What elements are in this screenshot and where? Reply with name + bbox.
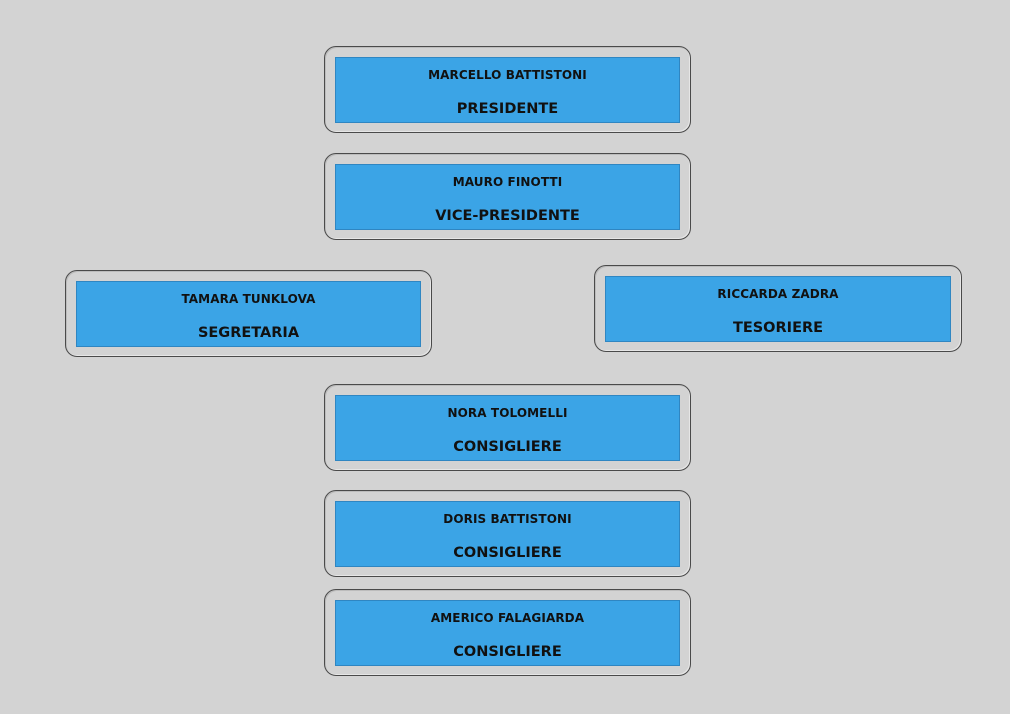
- member-name: AMERICO FALAGIARDA: [430, 611, 585, 625]
- member-role: CONSIGLIERE: [453, 439, 562, 455]
- org-card-tesoriere: RICCARDA ZADRA TESORIERE: [594, 265, 962, 352]
- card-fill: MAURO FINOTTI VICE-PRESIDENTE: [335, 164, 680, 230]
- member-role: SEGRETARIA: [197, 325, 300, 341]
- org-card-consigliere-3: AMERICO FALAGIARDA CONSIGLIERE: [324, 589, 691, 676]
- member-name: NORA TOLOMELLI: [447, 406, 568, 420]
- member-role: PRESIDENTE: [456, 101, 559, 117]
- org-card-segretaria: TAMARA TUNKLOVA SEGRETARIA: [65, 270, 432, 357]
- org-card-presidente: MARCELLO BATTISTONI PRESIDENTE: [324, 46, 691, 133]
- member-name: TAMARA TUNKLOVA: [181, 292, 316, 306]
- member-role: CONSIGLIERE: [453, 644, 562, 660]
- card-fill: TAMARA TUNKLOVA SEGRETARIA: [76, 281, 421, 347]
- org-card-consigliere-1: NORA TOLOMELLI CONSIGLIERE: [324, 384, 691, 471]
- card-fill: NORA TOLOMELLI CONSIGLIERE: [335, 395, 680, 461]
- org-card-consigliere-2: DORIS BATTISTONI CONSIGLIERE: [324, 490, 691, 577]
- member-role: TESORIERE: [732, 320, 824, 336]
- card-fill: RICCARDA ZADRA TESORIERE: [605, 276, 951, 342]
- card-fill: AMERICO FALAGIARDA CONSIGLIERE: [335, 600, 680, 666]
- member-name: RICCARDA ZADRA: [717, 287, 839, 301]
- member-name: MAURO FINOTTI: [452, 175, 563, 189]
- member-role: VICE-PRESIDENTE: [435, 208, 580, 224]
- member-name: MARCELLO BATTISTONI: [428, 68, 587, 82]
- org-card-vice-presidente: MAURO FINOTTI VICE-PRESIDENTE: [324, 153, 691, 240]
- member-role: CONSIGLIERE: [453, 545, 562, 561]
- card-fill: MARCELLO BATTISTONI PRESIDENTE: [335, 57, 680, 123]
- member-name: DORIS BATTISTONI: [443, 512, 572, 526]
- card-fill: DORIS BATTISTONI CONSIGLIERE: [335, 501, 680, 567]
